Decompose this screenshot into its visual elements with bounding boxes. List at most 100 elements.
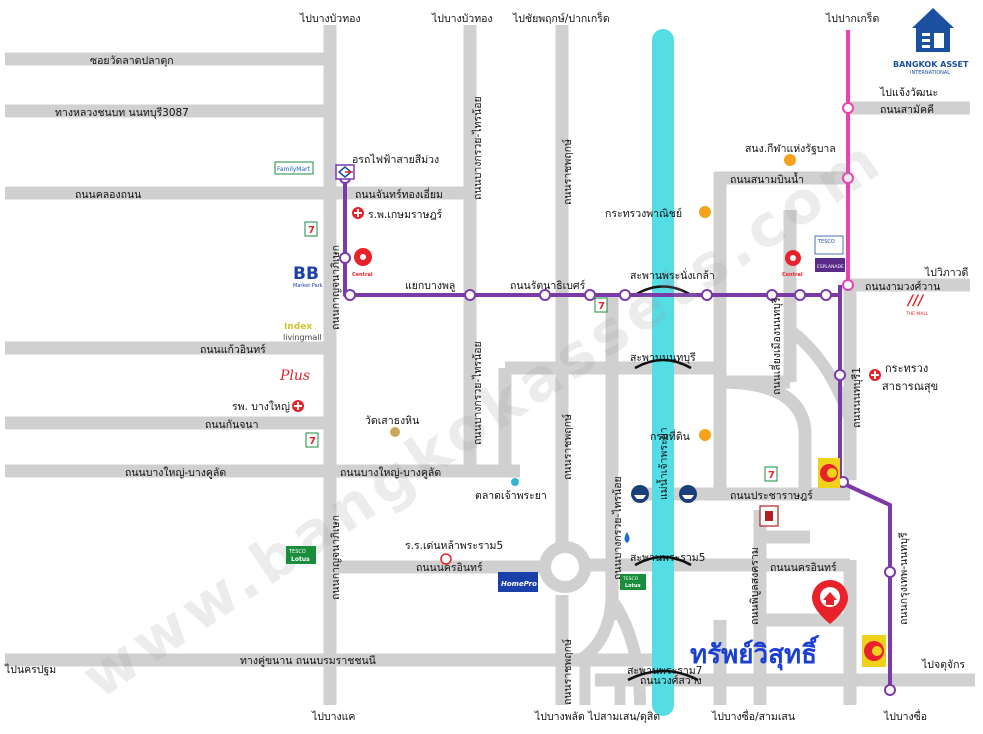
dest-bang-sue-sam-sen: ไปบางซื่อ/สามเสน: [711, 709, 795, 723]
label-bang-kruai-top: ถนนบางกรวย-ไทรน้อย: [471, 96, 484, 200]
svg-text:Lotus: Lotus: [821, 246, 840, 253]
label-phibun-songkhram: ถนนพิบูลสงคราม: [749, 547, 761, 625]
label-pracharat: ถนนประชาราษฎร์: [730, 489, 813, 502]
label-ratchaphruek-top: ถนนราชพฤกษ์: [561, 139, 574, 205]
svg-text:Plus: Plus: [279, 368, 310, 384]
svg-text:livingmall: livingmall: [283, 333, 322, 342]
gov-office-icon: [699, 206, 711, 218]
label-bang-yai-bang-khu-lat-w: ถนนบางใหญ่-บางคูลัด: [125, 466, 226, 479]
dest-bang-khae: ไปบางแค: [311, 710, 355, 723]
bridge-rama5: [634, 555, 692, 567]
label-public-health-2: สาธารณสุข: [882, 380, 938, 393]
tesco-lotus-logo: TESCO Lotus: [286, 546, 316, 564]
gov-office-icon: [699, 429, 711, 441]
roundabout: [539, 541, 591, 593]
shopping-mall-logo: [818, 458, 840, 488]
svg-text:7: 7: [598, 301, 605, 312]
hospital-icon: [352, 207, 364, 219]
label-kanchana: ถนนกันจนา: [205, 419, 258, 431]
label-wong-sawang: ถนนวงศ์สว่าง: [640, 674, 702, 687]
dest-nakhon-pathom: ไปนครปฐม: [4, 663, 56, 676]
bridge-nonthaburi: [634, 358, 692, 370]
hospital-icon: [869, 369, 881, 381]
hospital-icon: [292, 400, 304, 412]
label-khlong-thanon: ถนนคลองถนน: [75, 189, 141, 201]
temple-icon: [390, 427, 400, 437]
property-marker-icon[interactable]: [812, 580, 848, 624]
label-wat-sao-thong-hin: วัดเสาธงหิน: [365, 415, 419, 427]
label-bridge-nonthaburi: สะพานนนทบุรี: [630, 351, 696, 364]
label-nakhon-in-e: ถนนนครอินทร์: [770, 561, 837, 574]
bb-logo: BB Market Park: [293, 264, 323, 289]
label-public-health-1: กระทรวง: [885, 362, 928, 375]
svg-text:7: 7: [309, 436, 316, 447]
dest-vibhavadi: ไปวิภาวดี: [924, 266, 968, 279]
seven-eleven-logo: 7: [764, 466, 778, 482]
road-ramp-rama7: [579, 665, 626, 705]
dest-bang-phlat-sam-sen: ไปบางพลัด ไปสามเสน/ดุสิต: [534, 710, 660, 723]
label-kanchanaphisek-bottom: ถนนกาญจนาภิเษก: [330, 515, 342, 600]
central-logo: Central: [352, 248, 373, 278]
homepro-logo: HomePro: [498, 572, 538, 592]
label-chan-thong-iam: ถนนจันทร์ทองเอี่ยม: [355, 187, 443, 201]
dest-pak-kret: ไปปากเกร็ด: [825, 11, 879, 25]
label-nonthaburi-1: ถนนนนทบุรี1: [850, 367, 863, 428]
road-curve-liang-mueang: [719, 375, 812, 500]
label-kasemrad: ร.พ.เกษมราษฎร์: [368, 208, 443, 221]
label-soi-wat-lat-pla-duk: ซอยวัดลาดปลาดุก: [90, 55, 174, 67]
ferry-icon: [631, 485, 649, 503]
market-icon: [511, 478, 519, 486]
label-kanchanaphisek-top: ถนนกาญจนาภิเษก: [330, 245, 342, 330]
svg-text:Central: Central: [782, 272, 803, 278]
svg-text:BB: BB: [293, 264, 319, 284]
property-title: ทรัพย์วิสุทธิ์: [690, 634, 819, 671]
label-ratchaphruek-mid: ถนนราชพฤกษ์: [561, 414, 574, 480]
cinema-logo: [759, 505, 779, 527]
label-bang-yai-bang-khu-lat-e: ถนนบางใหญ่-บางคูลัด: [340, 466, 441, 479]
dest-chaeng-watthana: ไปแจ้งวัฒนะ: [879, 86, 938, 99]
plus-logo: Plus: [279, 368, 310, 384]
svg-text:FamilyMart: FamilyMart: [277, 166, 311, 173]
seven-eleven-logo: 7: [305, 432, 319, 448]
bridge-rama7: [627, 669, 699, 682]
svg-text:BANGKOK ASSET: BANGKOK ASSET: [893, 60, 969, 69]
dest-bang-sue: ไปบางซื่อ: [883, 709, 927, 723]
label-bang-yai-hospital: รพ. บางใหญ่: [232, 400, 290, 413]
svg-text:INTERNATIONAL: INTERNATIONAL: [910, 70, 950, 76]
label-bridge-rama5: สะพานพระราม5: [630, 552, 705, 564]
tesco-lotus-logo: TESCO Lotus: [620, 574, 646, 590]
label-market: ตลาดเจ้าพระยา: [475, 490, 547, 502]
label-liang-mueang: ถนนเลี่ยงเมืองนนทบุรี: [769, 297, 783, 395]
pink-stations: [842, 102, 854, 291]
road-curve-pracharat: [786, 325, 856, 422]
svg-text:TESCO: TESCO: [817, 239, 835, 245]
label-kaew-in: ถนนแก้วอินทร์: [200, 343, 266, 356]
label-krung-thep-nonthaburi: ถนนกรุงเทพ-นนทบุรี: [897, 532, 910, 625]
dest-bang-bua-thong-2: ไปบางบัวทอง: [431, 12, 493, 25]
label-land-department: กรมที่ดิน: [650, 429, 690, 443]
bridge-phra-nang-klao: [634, 285, 692, 297]
svg-text:7: 7: [768, 470, 775, 481]
svg-text:HomePro: HomePro: [501, 580, 537, 588]
label-commerce-ministry: กระทรวงพาณิชย์: [605, 207, 682, 220]
dest-chatuchak: ไปจตุจักร: [921, 658, 965, 671]
seven-eleven-logo: 7: [594, 297, 608, 313]
svg-text:TESCO: TESCO: [622, 576, 639, 582]
label-samakkhi: ถนนสามัคคี: [880, 103, 934, 116]
label-school: ร.ร.เด่นหล้าพระราม5: [405, 540, 503, 552]
label-bridge-rama7: สะพานพระราม7: [627, 665, 702, 677]
svg-text:///: ///: [906, 293, 925, 309]
label-rattanathibet: ถนนรัตนาธิเบศร์: [510, 279, 586, 292]
label-bang-kruai-low: ถนนบางกรวย-ไทรน้อย: [611, 476, 624, 580]
school-icon: [440, 553, 452, 565]
label-bridge-phra-nang-klao: สะพานพระนั่งเกล้า: [630, 268, 715, 282]
shopping-mall-logo: [862, 635, 886, 667]
label-river: แม่น้ำเจ้าพระยา: [656, 427, 670, 500]
svg-text:ESPLANADE: ESPLANADE: [817, 264, 844, 270]
label-bang-kruai-mid: ถนนบางกรวย-ไทรน้อย: [471, 341, 484, 445]
svg-text:Market Park: Market Park: [293, 283, 323, 289]
label-parallel-road: ทางคู่ขนาน ถนนบรมราชชนนี: [240, 654, 376, 667]
dest-bang-bua-thong-1: ไปบางบัวทอง: [299, 12, 361, 25]
label-yaek-bang-phlu: แยกบางพลู: [405, 280, 455, 292]
